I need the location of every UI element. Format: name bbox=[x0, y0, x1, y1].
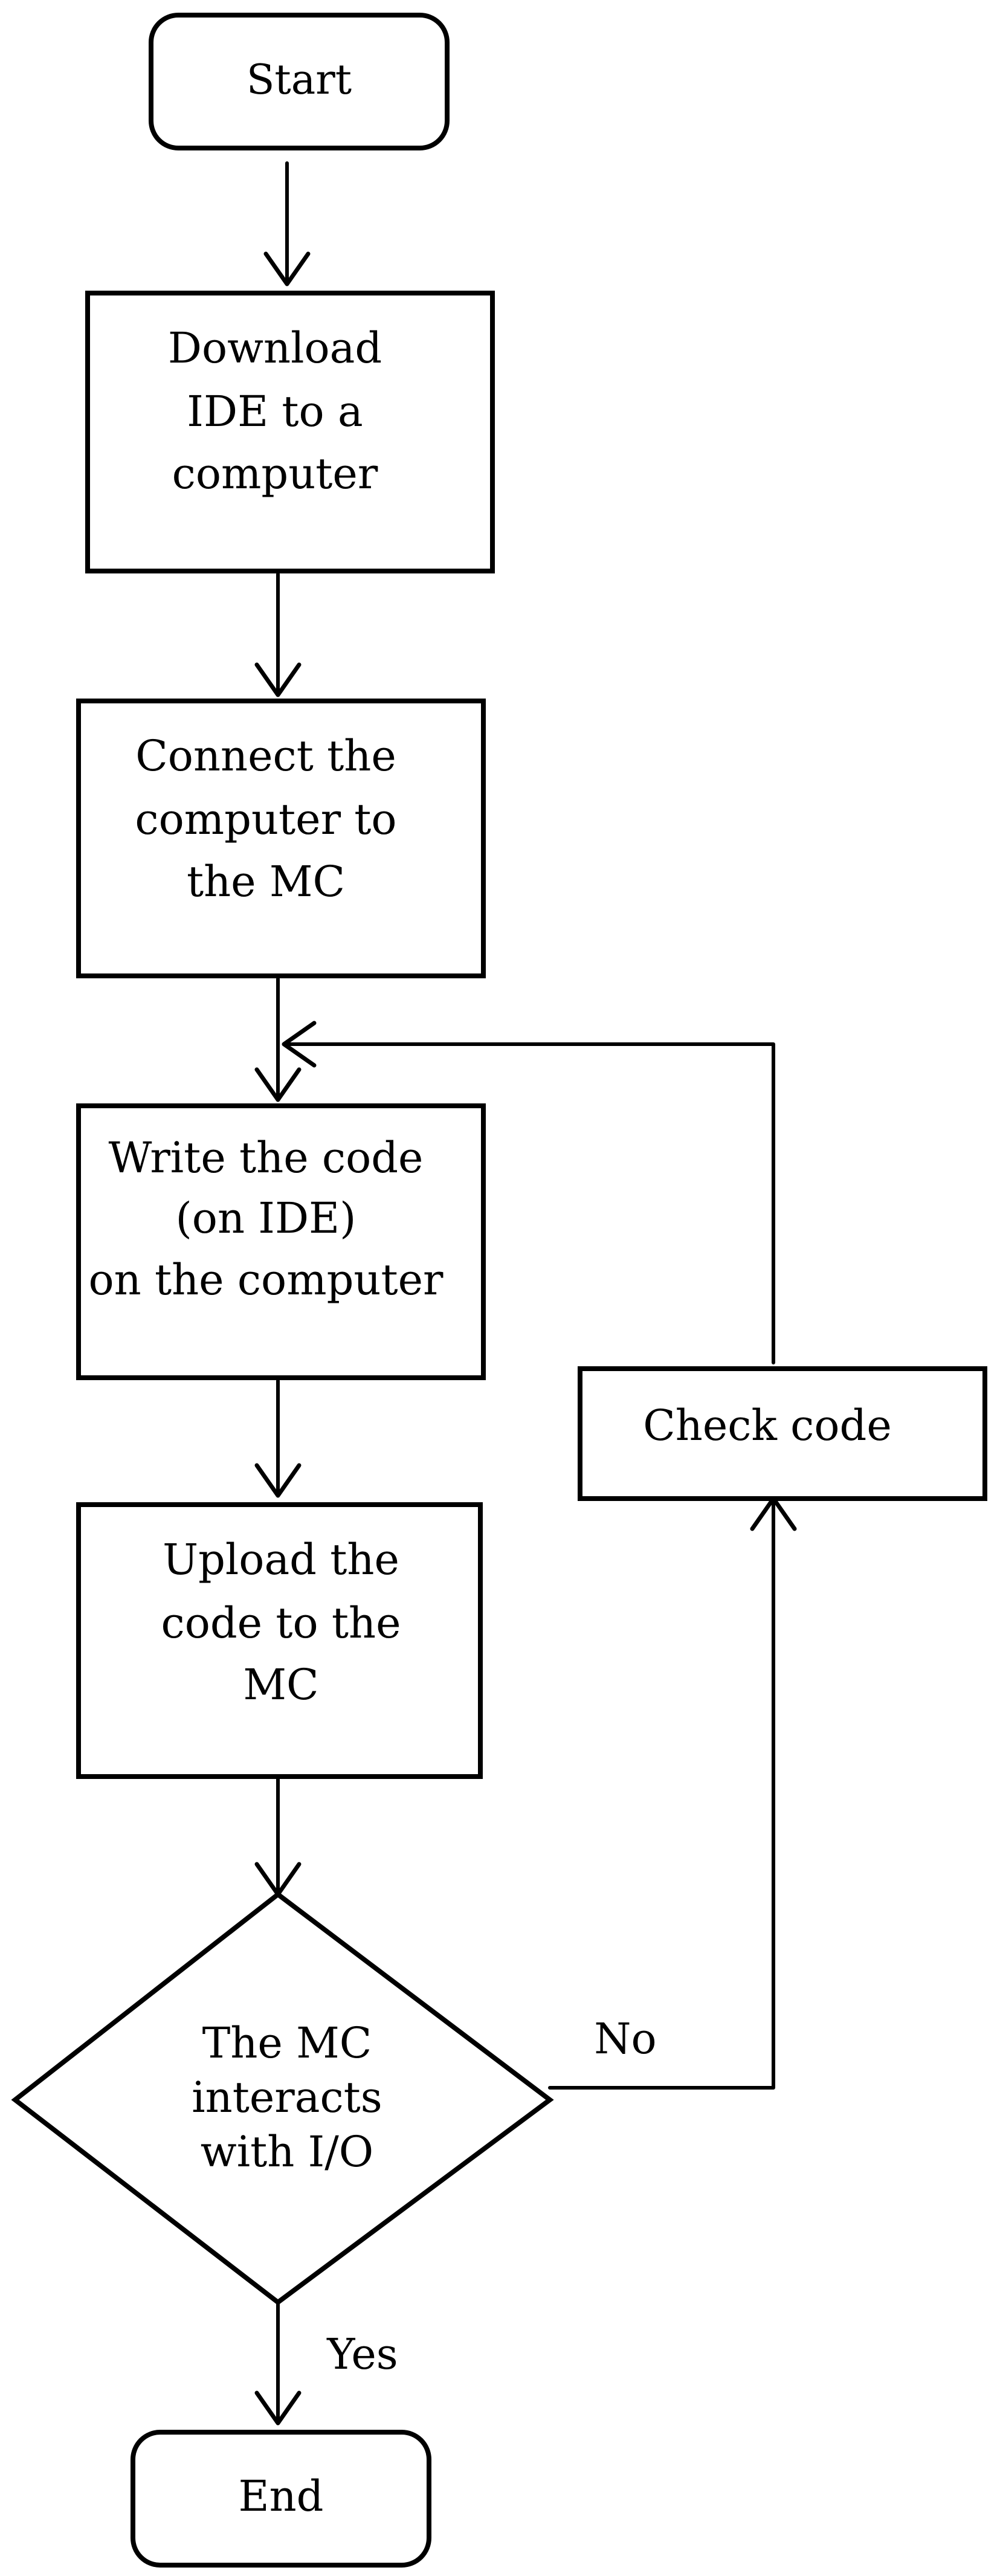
write-code-line-3: on the computer bbox=[88, 1255, 444, 1305]
edge-upload-to-decision bbox=[254, 1775, 302, 1897]
connect-computer-line-2: computer to bbox=[135, 795, 396, 844]
upload-code-line-1: Upload the bbox=[163, 1535, 399, 1584]
upload-code-line-2: code to the bbox=[161, 1598, 401, 1648]
edge-download-to-connect bbox=[254, 572, 302, 697]
edge-decision-to-end bbox=[254, 2300, 302, 2426]
download-ide-node: Download IDE to a computer bbox=[85, 291, 495, 573]
end-node-label: End bbox=[239, 2471, 324, 2521]
download-ide-line-1: Download bbox=[168, 323, 382, 373]
edge-label-yes: Yes bbox=[326, 2329, 398, 2379]
download-ide-line-2: IDE to a bbox=[187, 387, 363, 436]
edge-check-to-write bbox=[282, 1021, 775, 1364]
upload-code-line-3: MC bbox=[243, 1660, 318, 1709]
edge-start-to-download bbox=[263, 161, 311, 286]
end-node: End bbox=[131, 2430, 431, 2568]
edge-decision-to-check bbox=[548, 1496, 797, 2090]
decision-line-1: The MC bbox=[202, 2018, 372, 2068]
check-code-label: Check code bbox=[643, 1401, 892, 1450]
edge-connect-to-write bbox=[254, 977, 302, 1102]
start-node: Start bbox=[149, 13, 450, 150]
edge-write-to-upload bbox=[254, 1379, 302, 1498]
write-code-line-2: (on IDE) bbox=[176, 1193, 356, 1243]
write-code-line-1: Write the code bbox=[109, 1133, 424, 1183]
start-node-label: Start bbox=[247, 56, 352, 104]
connect-computer-line-3: the MC bbox=[187, 857, 345, 906]
upload-code-node: Upload the code to the MC bbox=[76, 1502, 483, 1779]
connect-computer-node: Connect the computer to the MC bbox=[76, 699, 486, 978]
download-ide-line-3: computer bbox=[172, 449, 378, 499]
connect-computer-line-1: Connect the bbox=[135, 731, 396, 781]
edge-label-no: No bbox=[594, 2014, 656, 2064]
decision-line-3: with I/O bbox=[201, 2127, 373, 2177]
decision-node: The MC interacts with I/O bbox=[11, 1891, 554, 2306]
check-code-node: Check code bbox=[578, 1366, 987, 1501]
decision-line-2: interacts bbox=[192, 2073, 382, 2122]
write-code-node: Write the code (on IDE) on the computer bbox=[76, 1103, 486, 1380]
